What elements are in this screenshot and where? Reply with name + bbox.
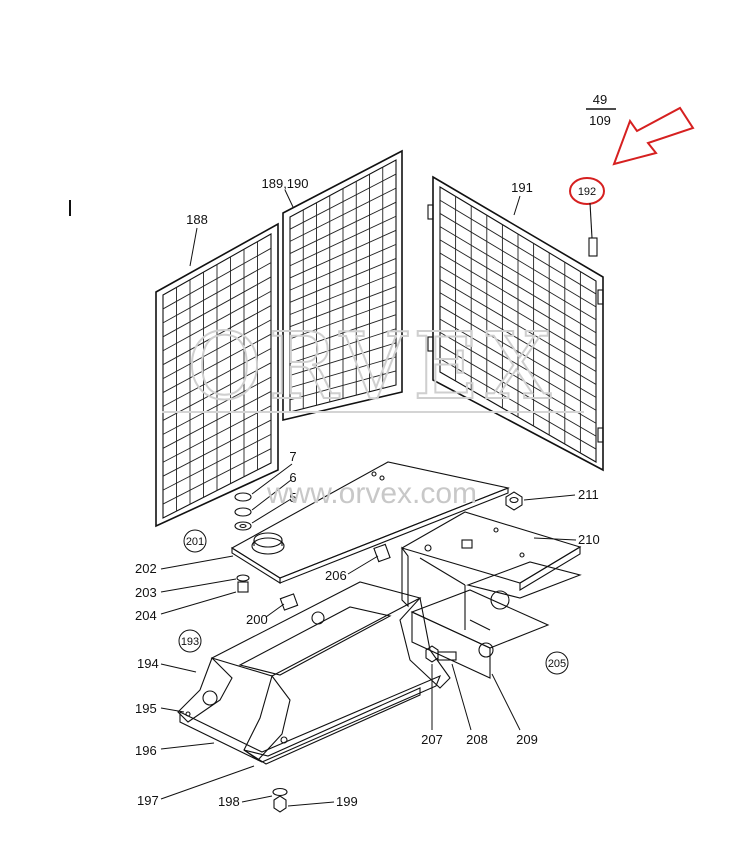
mesh-wire	[289, 215, 397, 267]
washers-5-6-7	[234, 492, 252, 531]
sheet-number: 49 109	[586, 92, 616, 128]
mesh-wire	[439, 199, 597, 295]
mesh-wire	[162, 290, 272, 352]
label-204: 204	[135, 608, 157, 623]
grid-panel-188	[155, 222, 279, 528]
mesh-wire	[289, 272, 397, 315]
mesh-wire	[439, 265, 597, 359]
label-211: 211	[578, 487, 599, 502]
mesh-wire	[289, 314, 397, 352]
mesh-wire	[289, 342, 397, 376]
mesh-wire	[289, 286, 397, 328]
bracket-210	[400, 511, 582, 630]
mesh-wire	[162, 305, 272, 366]
mesh-wire	[162, 319, 272, 380]
mesh-wire	[439, 239, 597, 334]
mesh-wire	[289, 258, 397, 303]
sheet-numerator: 49	[593, 92, 607, 107]
mesh-wire	[162, 333, 272, 393]
bracket-209	[410, 589, 550, 679]
mesh-wire	[439, 226, 597, 321]
mesh-wire	[439, 331, 597, 424]
mesh-wire	[289, 356, 397, 389]
mesh-wire	[162, 276, 272, 338]
mesh-wire	[439, 252, 597, 347]
spacer-206	[373, 543, 391, 563]
label-191: 191	[511, 180, 533, 195]
grid-panel-191	[427, 175, 604, 472]
mesh-wire	[162, 433, 272, 491]
mesh-wire	[439, 213, 597, 308]
watermark-brand: ORVEX	[187, 313, 558, 420]
mesh-wire	[162, 262, 272, 324]
leader-lines	[160, 189, 577, 807]
mesh-wire	[439, 345, 597, 437]
nut-211	[505, 491, 523, 511]
mesh-wire	[289, 201, 397, 254]
mesh-wire	[289, 187, 397, 242]
label-206: 206	[325, 568, 347, 583]
mesh-wire	[439, 292, 597, 385]
housing-193	[177, 581, 451, 765]
label-201: 201	[186, 536, 204, 548]
mesh-wire	[162, 448, 272, 505]
bolt-207-208	[425, 645, 457, 663]
label-195: 195	[135, 701, 157, 716]
mesh-wire	[439, 305, 597, 398]
label-7: 7	[289, 449, 296, 464]
label-209: 209	[516, 732, 538, 747]
label-5: 5	[289, 490, 296, 505]
label-203: 203	[135, 585, 157, 600]
label-188: 188	[186, 212, 208, 227]
label-194: 194	[137, 656, 159, 671]
mesh-wire	[162, 376, 272, 435]
base-plate-201	[230, 461, 510, 584]
pin-192	[588, 202, 598, 257]
part-labels: 188 189,190 191 192 7 6 5 211 201 210 20…	[135, 176, 600, 809]
watermark-url: www.orvex.com	[266, 477, 477, 510]
mesh-wire	[289, 328, 397, 364]
label-200: 200	[246, 612, 268, 627]
label-202: 202	[135, 561, 157, 576]
mesh-wire	[439, 318, 597, 411]
sheet-denominator: 109	[589, 113, 611, 128]
mesh-wire	[439, 279, 597, 372]
mesh-wire	[439, 358, 597, 450]
spacer-200	[279, 593, 299, 611]
label-208: 208	[466, 732, 488, 747]
mesh-wire	[162, 405, 272, 463]
mesh-wire	[162, 348, 272, 407]
bolt-198-199	[272, 787, 288, 813]
label-205: 205	[548, 658, 566, 670]
label-197: 197	[137, 793, 159, 808]
label-198: 198	[218, 794, 240, 809]
label-207: 207	[421, 732, 443, 747]
label-210: 210	[578, 532, 600, 547]
watermark: ORVEX www.orvex.com	[162, 312, 584, 510]
label-193: 193	[181, 636, 199, 648]
label-6: 6	[289, 470, 296, 485]
highlight-circle	[569, 177, 605, 205]
mesh-wire	[289, 243, 397, 291]
mesh-wire	[162, 419, 272, 477]
label-189-190: 189,190	[262, 176, 309, 191]
mesh-wire	[289, 229, 397, 279]
mesh-wire	[289, 173, 397, 230]
mesh-wire	[289, 300, 397, 340]
mesh-wire	[162, 362, 272, 421]
grid-panel-189-190	[282, 149, 403, 422]
highlight-arrow-icon	[612, 106, 695, 166]
mesh-wire	[162, 247, 272, 310]
mesh-wire	[289, 370, 397, 401]
label-192: 192	[578, 186, 596, 198]
label-199: 199	[336, 794, 358, 809]
mesh-wire	[162, 391, 272, 449]
bolt-203-204	[236, 574, 250, 593]
label-196: 196	[135, 743, 157, 758]
